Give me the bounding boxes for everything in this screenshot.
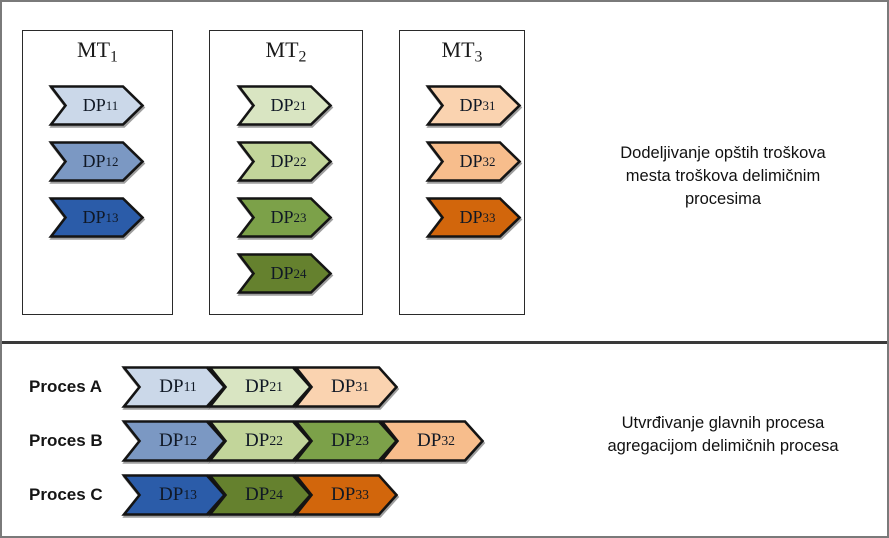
process-c-label: Proces C (29, 485, 103, 504)
top-annotation-line: procesima (684, 190, 762, 208)
chevron-fill (425, 85, 522, 126)
chevron-arrow-shape (207, 474, 313, 516)
process-a-label: Proces A (29, 377, 103, 396)
bottom-annotation-line: Utvrđivanje glavnih procesa (621, 414, 825, 432)
chevron-arrow-shape (293, 366, 399, 408)
chevron-arrow-shape (425, 141, 522, 182)
chevron-fill (48, 141, 145, 182)
mt1-title: MT1 (77, 37, 118, 66)
chevron-fill (207, 366, 313, 408)
chevron-arrow-shape (236, 85, 333, 126)
chevron-fill (121, 474, 227, 516)
chevron-fill (425, 141, 522, 182)
chevron-arrow-shape (121, 474, 227, 516)
chevron-fill (207, 420, 313, 462)
chevron-fill (121, 366, 227, 408)
panel-divider (2, 341, 887, 344)
chevron-fill (121, 420, 227, 462)
chevron-arrow-shape (236, 141, 333, 182)
chevron-arrow-shape (48, 85, 145, 126)
chevron-arrow-shape (236, 253, 333, 294)
chevron-fill (425, 197, 522, 238)
chevron-fill (379, 420, 485, 462)
top-annotation-line: mesta troškova delimičnim (625, 167, 821, 185)
bottom-annotation-line: agregacijom delimičnih procesa (607, 437, 839, 455)
chevron-arrow-shape (425, 197, 522, 238)
chevron-fill (293, 420, 399, 462)
mt3-title: MT3 (441, 37, 483, 66)
top-annotation: Dodeljivanje opštih troškova mesta trošk… (558, 142, 887, 211)
chevron-fill (236, 85, 333, 126)
chevron-fill (293, 366, 399, 408)
chevron-fill (293, 474, 399, 516)
chevron-fill (236, 141, 333, 182)
chevron-arrow-shape (121, 420, 227, 462)
process-b-label: Proces B (29, 431, 103, 450)
chevron-fill (236, 197, 333, 238)
chevron-fill (236, 253, 333, 294)
chevron-arrow-shape (425, 85, 522, 126)
mt2-title: MT2 (265, 37, 307, 66)
chevron-arrow-shape (121, 366, 227, 408)
chevron-arrow-shape (207, 420, 313, 462)
chevron-arrow-shape (207, 366, 313, 408)
top-annotation-line: Dodeljivanje opštih troškova (620, 144, 826, 162)
chevron-fill (207, 474, 313, 516)
chevron-arrow-shape (379, 420, 485, 462)
chevron-arrow-shape (293, 420, 399, 462)
chevron-arrow-shape (48, 141, 145, 182)
chevron-fill (48, 197, 145, 238)
chevron-arrow-shape (48, 197, 145, 238)
chevron-fill (48, 85, 145, 126)
bottom-annotation: Utvrđivanje glavnih procesa agregacijom … (558, 412, 887, 458)
chevron-arrow-shape (236, 197, 333, 238)
chevron-arrow-shape (293, 474, 399, 516)
